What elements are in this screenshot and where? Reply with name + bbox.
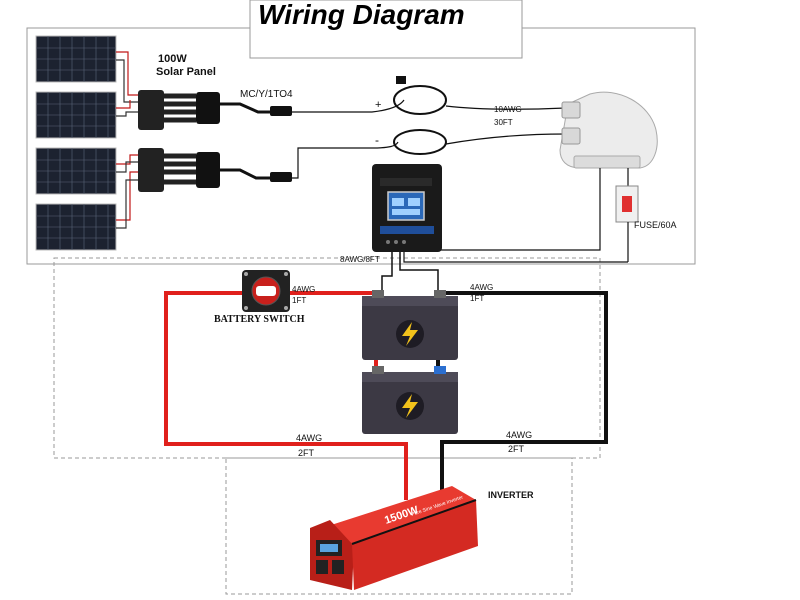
- panel-wires: [116, 51, 140, 229]
- mc4-plug: [396, 76, 406, 84]
- battery-switch-label: BATTERY SWITCH: [214, 314, 305, 325]
- pv-minus-sign: -: [375, 133, 379, 147]
- battery-cable-length: 1FT: [470, 294, 484, 303]
- branch-connector-positive: [138, 90, 292, 130]
- diagram-title: Wiring Diagram: [258, 0, 465, 30]
- battery-switch: [242, 270, 290, 312]
- branch-connector-negative: [138, 148, 292, 192]
- cable-entry-gland: [559, 91, 658, 169]
- solar-panel-array: [35, 35, 117, 251]
- battery-cable-gauge: 4AWG: [470, 283, 493, 292]
- negative-main-wire: [436, 291, 608, 500]
- fuse: [615, 168, 639, 262]
- battery-bottom: [362, 366, 458, 434]
- controller-feed-wires: [403, 168, 628, 263]
- pv-cable-gauge: 10AWG: [494, 105, 522, 114]
- solar-panel: [35, 91, 117, 139]
- inverter-label: INVERTER: [488, 490, 534, 500]
- pv-plus-sign: +: [375, 99, 381, 111]
- title-box: [249, 0, 523, 59]
- inverter-section-border: [225, 457, 573, 595]
- panel-label-name: Solar Panel: [156, 66, 216, 78]
- battery-top: [362, 290, 458, 360]
- solar-panel: [35, 147, 117, 195]
- inverter-left-cable-length: 2FT: [298, 448, 315, 458]
- pv-cable-length: 30FT: [494, 118, 513, 127]
- charge-controller: [372, 164, 442, 252]
- fuse-label: FUSE/60A: [634, 220, 677, 230]
- controller-cable-label: 8AWG/8FT: [340, 255, 380, 264]
- connector-label: MC/Y/1TO4: [240, 89, 293, 100]
- inverter-right-cable-gauge: 4AWG: [506, 430, 532, 440]
- switch-cable-length: 1FT: [292, 296, 306, 305]
- solar-panel: [35, 35, 117, 83]
- switch-cable-gauge: 4AWG: [292, 285, 315, 294]
- solar-panel: [35, 203, 117, 251]
- inverter-right-cable-length: 2FT: [508, 444, 525, 454]
- controller-battery-wires: [381, 252, 439, 296]
- panel-label-watt: 100W: [158, 53, 187, 65]
- inverter: [310, 486, 478, 590]
- pv-cables: [292, 85, 567, 179]
- inverter-left-cable-gauge: 4AWG: [296, 433, 322, 443]
- battery-section-border: [53, 257, 601, 459]
